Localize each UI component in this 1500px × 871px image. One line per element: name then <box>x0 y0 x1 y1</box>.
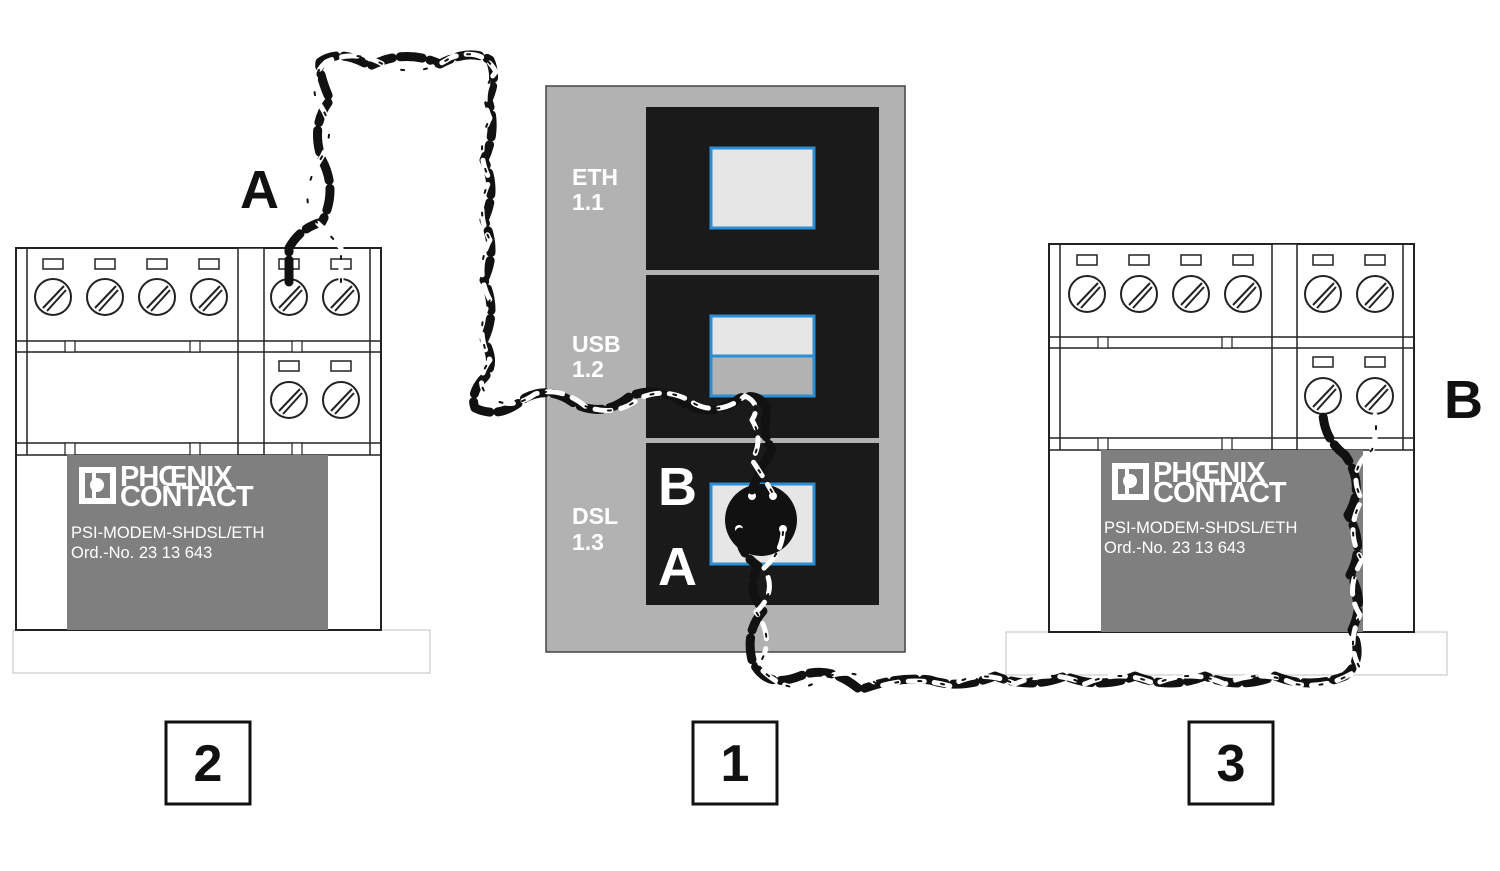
center-modem: ETH 1.1 USB 1.2 DSL 1.3 B A <box>545 85 906 653</box>
cable-b <box>735 410 1379 695</box>
left-device: PHŒNIX CONTACT PSI-MODEM-SHDSL/ETH Ord.-… <box>12 247 431 674</box>
right-brand-line1: PHŒNIX <box>1153 457 1266 489</box>
right-model-text: PSI-MODEM-SHDSL/ETH <box>1104 519 1297 537</box>
right-terminal-label-b: B <box>1444 370 1483 430</box>
dsl-pin-b-label: B <box>658 457 697 517</box>
dsl-pin-a-label: A <box>658 537 697 597</box>
port-number-dsl: 1.3 <box>572 529 604 555</box>
right-device-base <box>1005 631 1448 676</box>
right-terminal-screws <box>1068 254 1394 415</box>
number-2: 2 <box>194 735 223 793</box>
right-brand-line2: CONTACT <box>1153 477 1287 509</box>
port-number-eth: 1.1 <box>572 189 604 215</box>
dsl-plug <box>725 484 797 556</box>
port-number-usb: 1.2 <box>572 356 604 382</box>
left-brand-line2: CONTACT <box>120 481 254 513</box>
right-device: PHŒNIX CONTACT PSI-MODEM-SHDSL/ETH Ord.-… <box>1005 243 1448 676</box>
left-model-text: PSI-MODEM-SHDSL/ETH <box>71 524 264 542</box>
left-terminal-label-a: A <box>240 160 279 220</box>
left-device-base <box>12 629 431 674</box>
number-3: 3 <box>1217 735 1246 793</box>
left-order-text: Ord.-No. 23 13 643 <box>71 544 212 562</box>
port-label-eth: ETH <box>572 164 618 190</box>
right-order-text: Ord.-No. 23 13 643 <box>1104 539 1245 557</box>
port-label-usb: USB <box>572 331 621 357</box>
eth-socket <box>709 146 816 230</box>
phoenix-contact-logo-right <box>1112 463 1149 500</box>
cable-a <box>284 50 777 495</box>
phoenix-contact-logo-left <box>79 467 116 504</box>
number-box-3: 3 <box>1187 720 1275 806</box>
twisted-pair-cables <box>284 50 1379 695</box>
port-label-dsl: DSL <box>572 503 618 529</box>
number-1: 1 <box>721 735 750 793</box>
left-brand-line1: PHŒNIX <box>120 461 233 493</box>
number-box-2: 2 <box>164 720 252 806</box>
number-box-1: 1 <box>691 720 779 806</box>
